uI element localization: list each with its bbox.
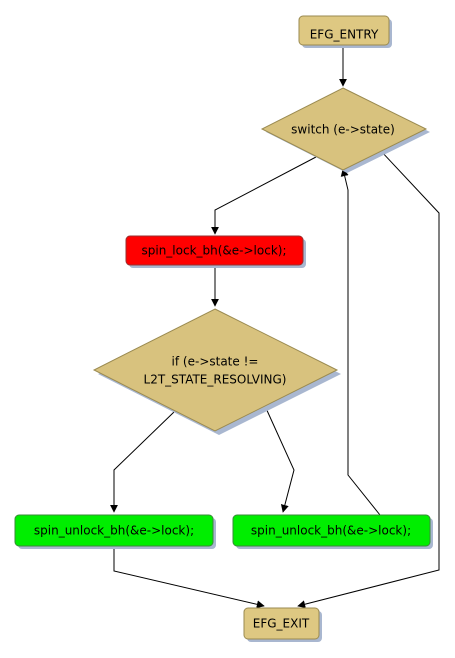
lock-node[interactable]: spin_lock_bh(&e->lock); [125,235,306,268]
entry-label: EFG_ENTRY [310,28,379,42]
exit-node[interactable]: EFG_EXIT [243,607,322,642]
edge-if-to-unlock-right [264,405,295,513]
exit-label: EFG_EXIT [253,617,310,631]
edge-unlock-right-to-switch [340,168,381,516]
entry-node[interactable]: EFG_ENTRY [298,15,392,48]
switch-decision-node[interactable]: switch (e->state) [260,87,430,173]
lock-label: spin_lock_bh(&e->lock); [141,244,286,258]
edge-switch-to-lock [211,156,317,235]
unlock-right-node[interactable]: spin_unlock_bh(&e->lock); [232,514,433,549]
unlock-right-label: spin_unlock_bh(&e->lock); [251,524,411,538]
edge-switch-to-exit [297,149,440,609]
if-decision-node[interactable]: if (e->state != L2T_STATE_RESOLVING) [92,308,341,435]
if-label-line1: if (e->state != [172,355,259,369]
edges [110,45,440,609]
unlock-left-node[interactable]: spin_unlock_bh(&e->lock); [14,514,216,549]
if-label-line2: L2T_STATE_RESOLVING) [144,373,287,387]
switch-label: switch (e->state) [291,123,395,137]
unlock-left-label: spin_unlock_bh(&e->lock); [34,524,194,538]
edge-if-to-unlock-left [110,411,175,513]
edge-unlock-left-to-exit [113,546,265,609]
